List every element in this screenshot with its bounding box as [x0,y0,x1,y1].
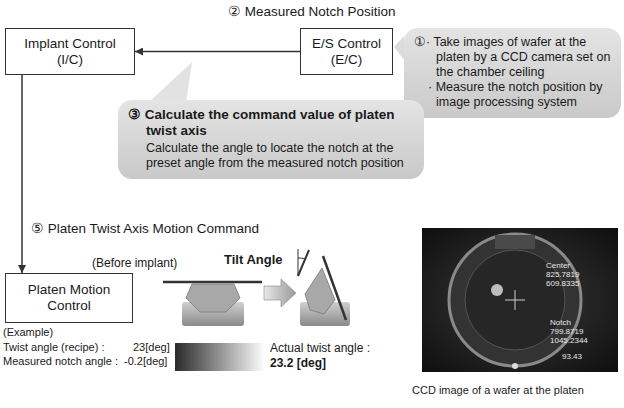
gradient-bar [175,343,265,371]
platen-tilted [300,256,350,326]
node-text: Platen Motion Control [14,282,124,314]
parameter-name: Measured notch angle : [3,355,118,368]
ccd-photo [422,228,618,372]
callout-tail [394,36,404,60]
connector-arrow [135,51,300,53]
result-value: 23.2 [deg] [270,356,326,370]
edge-label: ⑤ Platen Twist Axis Motion Command [31,221,259,237]
note-text: (Before implant) [92,256,177,270]
process-box: Implant Control (I/C) [5,28,135,75]
photo-overlay-text: Center [546,261,570,271]
node-text: E/S Control (E/C) [305,36,388,68]
callout-bubble: ③ Calculate the command value of platen … [118,100,424,179]
node-text: Calculate the angle to locate the notch … [128,141,414,171]
figure-caption: CCD image of a wafer at the platen [412,384,584,397]
connector-arrow [21,75,23,273]
example-heading: (Example) [3,326,53,339]
tilt-label: Tilt Angle [224,252,283,268]
node-text: · Measure the notch position by image pr… [414,80,611,110]
callout-bubble: ①· Take images of wafer at the platen by… [404,28,621,118]
photo-overlay-text: Notch [550,318,571,328]
parameter-name: Twist angle (recipe) : [3,341,104,354]
result-name: Actual twist angle : [270,341,370,355]
node-text: Implant Control (I/C) [15,36,125,68]
photo-overlay-text: 93.43 [562,352,582,362]
photo-overlay-text: 609.8335 [546,279,579,289]
process-box: Platen Motion Control [5,273,133,323]
parameter-value: 23[deg] [133,341,170,354]
parameter-value: -0.2[deg] [124,355,167,368]
callout-heading: ③ Calculate the command value of platen … [128,107,414,139]
process-box: E/S Control (E/C) [300,28,393,75]
photo-overlay-text: 1045.2344 [550,336,588,346]
edge-label: ② Measured Notch Position [228,4,396,20]
motion-arrow [264,279,296,307]
photo-overlay-text: 825.7819 [546,270,579,280]
platen-flat [163,282,262,326]
tilt-symbol [298,249,309,276]
callout-tail [148,62,192,103]
photo-overlay-text: 799.8719 [550,327,583,337]
node-text: ①· Take images of wafer at the platen by… [414,35,611,80]
